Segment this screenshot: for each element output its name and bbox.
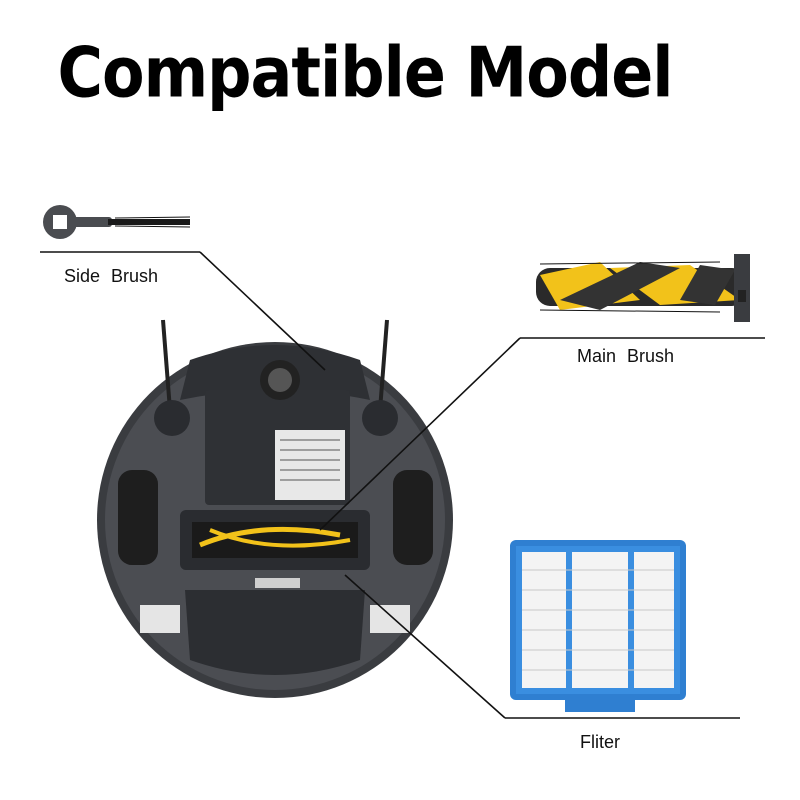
callout-lines (40, 251, 765, 719)
robot-vacuum-image (97, 319, 453, 698)
side-brush-label: Side Brush (64, 266, 159, 286)
filter-image (510, 540, 686, 712)
page-title: Compatible Model (57, 31, 673, 114)
main-brush-image (536, 254, 750, 322)
main-brush-label: Main Brush (577, 346, 675, 366)
side-brush-image (43, 205, 191, 239)
filter-label: Fliter (580, 732, 620, 752)
